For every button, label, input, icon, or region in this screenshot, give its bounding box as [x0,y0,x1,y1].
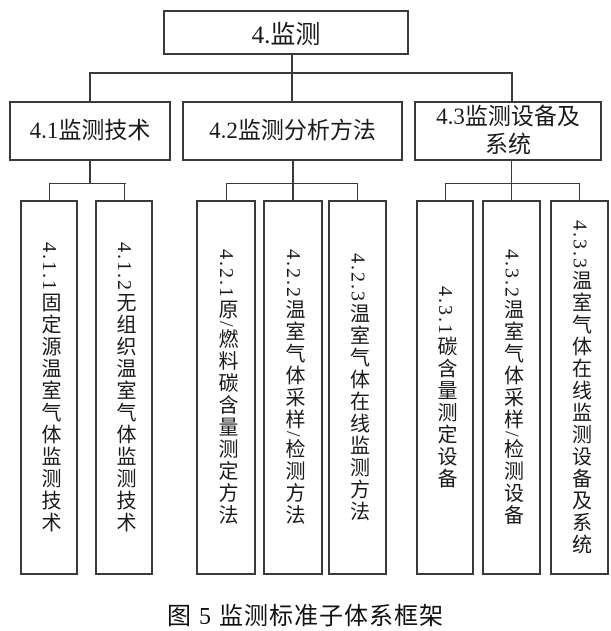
node-4-3-monitoring-equipment-systems: 4.3监测设备及系统 [414,101,602,161]
node-label: 4.监测 [251,21,321,49]
node-label: 4.3.1碳含量测定设备 [434,285,456,490]
connector-drop-4-2-1 [225,182,228,200]
node-4-3-3: 4.3.3温室气体在线监测设备及系统 [550,200,609,575]
node-4-3-1: 4.3.1碳含量测定设备 [416,200,474,575]
node-4-2-3: 4.2.3温室气体在线监测方法 [328,200,387,575]
node-label: 4.2监测分析方法 [209,117,376,143]
connector-drop-4-2-3 [356,182,359,200]
connector-hbar-4-2 [225,182,358,185]
node-4-2-2: 4.2.2温室气体采样/检测方法 [263,200,323,575]
node-4-2-monitoring-analysis-methods: 4.2监测分析方法 [182,101,403,161]
connector-drop-4-3 [511,72,513,101]
node-4-1-1: 4.1.1固定源温室气体监测技术 [20,200,78,575]
figure-caption: 图 5 监测标准子体系框架 [167,604,444,630]
connector-level1-hbar [89,72,513,74]
node-label: 4.3监测设备及系统 [436,103,580,157]
connector-drop-4-3-3 [578,182,581,200]
connector-drop-4-3-1 [444,182,447,200]
node-label: 4.2.2温室气体采样/检测方法 [282,248,304,527]
node-label: 4.3.3温室气体在线监测设备及系统 [568,219,591,556]
connector-drop-4-1 [89,72,91,101]
connector-stem-4-2 [292,161,294,200]
node-label: 4.3.2温室气体采样/检测设备 [500,248,523,527]
connector-drop-4-1-1 [48,182,51,200]
node-label: 4.2.1原/燃料碳含量测定方法 [215,248,237,527]
node-label: 4.1.1固定源温室气体监测技术 [38,241,60,534]
connector-hbar-4-3 [444,182,580,185]
node-4-1-2: 4.1.2无组织温室气体监测技术 [95,200,153,575]
connector-root-stem [291,55,293,102]
node-4-2-1: 4.2.1原/燃料碳含量测定方法 [196,200,256,575]
connector-hbar-4-1 [48,182,126,185]
node-4-monitoring: 4.监测 [163,10,409,55]
node-label: 4.1.2无组织温室气体监测技术 [113,241,135,534]
connector-stem-4-1 [89,161,91,184]
node-label: 4.1监测技术 [29,117,151,143]
connector-drop-4-1-2 [123,182,126,200]
connector-stem-4-3 [510,161,513,200]
node-4-3-2: 4.3.2温室气体采样/检测设备 [482,200,541,575]
node-label: 4.2.3温室气体在线监测方法 [346,252,369,523]
node-4-1-monitoring-technology: 4.1监测技术 [9,101,171,161]
